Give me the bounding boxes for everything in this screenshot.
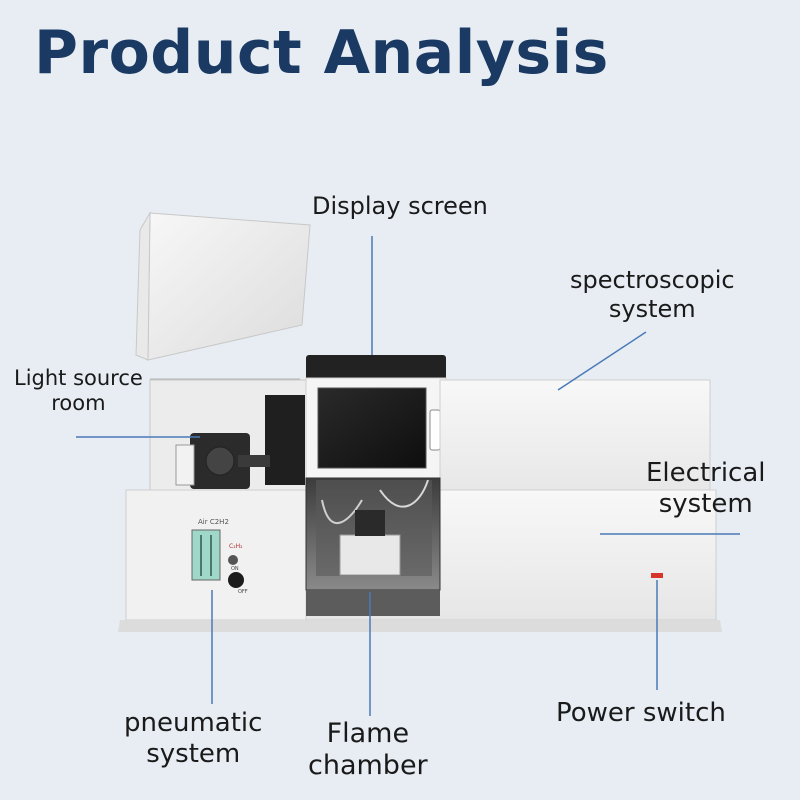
- label-spectroscopic-system: spectroscopic system: [570, 266, 735, 323]
- display-housing: [305, 355, 447, 479]
- panel-air-label: Air C2H2: [198, 518, 229, 526]
- label-electrical-system: Electrical system: [646, 458, 766, 520]
- power-switch-indicator: [651, 573, 663, 578]
- label-flame-chamber: Flame chamber: [308, 718, 428, 782]
- panel-on-label: ON: [231, 566, 239, 572]
- light-source-lid: [135, 211, 311, 382]
- leader-spectroscopic-system: [557, 331, 647, 391]
- page-title: Product Analysis: [34, 18, 609, 88]
- flame-chamber: [305, 477, 441, 616]
- spectroscopic-system-body: [439, 379, 711, 501]
- light-source-room: [149, 379, 311, 491]
- label-power-switch: Power switch: [556, 698, 726, 728]
- panel-c2h2-label: C₂H₂: [229, 543, 243, 550]
- label-light-source-room: Light source room: [14, 366, 143, 416]
- label-pneumatic-system: pneumatic system: [124, 708, 263, 770]
- pneumatic-panel: [191, 529, 244, 588]
- panel-off-label: OFF: [238, 589, 248, 595]
- label-display-screen: Display screen: [312, 192, 488, 220]
- leader-lines: [76, 236, 740, 716]
